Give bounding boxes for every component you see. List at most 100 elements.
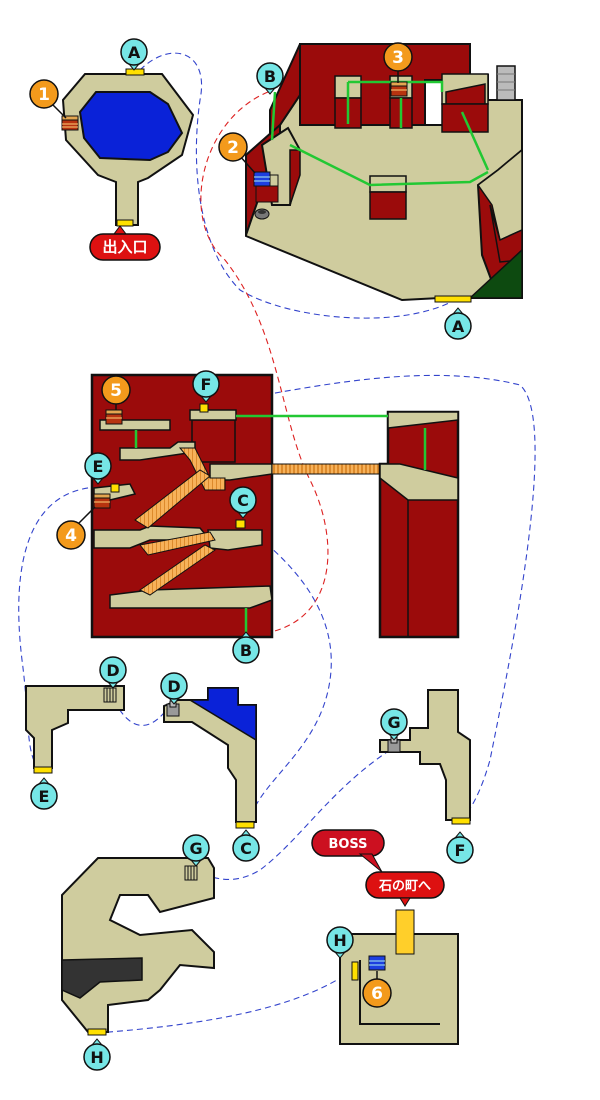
ladder-icon xyxy=(184,865,198,881)
marker-e xyxy=(110,483,120,493)
marker-c xyxy=(235,519,246,529)
connector-b-bottom: B xyxy=(232,631,260,664)
svg-text:E: E xyxy=(93,457,104,476)
stone-column xyxy=(496,65,516,101)
area-chamber-gf xyxy=(379,689,471,825)
svg-text:A: A xyxy=(452,317,465,336)
stone-town-label: 石の町へ xyxy=(378,879,431,894)
svg-text:H: H xyxy=(333,931,346,950)
svg-text:D: D xyxy=(106,661,119,680)
svg-text:4: 4 xyxy=(65,526,77,546)
green-path-1 xyxy=(270,91,277,141)
boss-callout: BOSS xyxy=(311,829,385,873)
route-h xyxy=(96,967,356,1034)
svg-text:6: 6 xyxy=(371,984,383,1004)
route-b xyxy=(200,91,329,636)
svg-text:B: B xyxy=(240,641,252,660)
exit-bottom xyxy=(116,219,134,227)
area-chamber-dc xyxy=(163,687,257,829)
treasure-marker-1: 1 xyxy=(29,79,67,119)
chest-icon xyxy=(105,409,123,425)
chest-icon xyxy=(61,115,79,131)
exit-e xyxy=(33,766,53,774)
entrance-label: 出入口 xyxy=(102,238,147,256)
connector-e-top: E xyxy=(84,452,112,485)
connector-g-top: G xyxy=(380,708,408,741)
svg-text:E: E xyxy=(39,787,50,806)
inner-ledge-wall xyxy=(289,149,301,206)
green-path-6 xyxy=(460,111,490,171)
connector-c-bottom: C xyxy=(232,829,260,862)
ladder-icon xyxy=(103,687,117,703)
green-path-4 xyxy=(348,80,444,92)
chest-icon xyxy=(93,493,111,509)
connector-d-right: D xyxy=(160,672,188,705)
svg-text:B: B xyxy=(264,67,276,86)
svg-text:3: 3 xyxy=(392,48,404,68)
connector-f-top: F xyxy=(192,370,220,403)
connector-a-bottom: A xyxy=(444,307,472,340)
connector-h-left: H xyxy=(326,926,354,959)
floor xyxy=(379,689,471,821)
svg-text:G: G xyxy=(189,839,202,858)
green-path-2 xyxy=(289,143,489,187)
connector-e-bottom: E xyxy=(30,777,58,810)
treasure-marker-4: 4 xyxy=(56,506,96,550)
ledge-mid-upper xyxy=(119,441,196,461)
floor xyxy=(25,685,125,769)
exit-top xyxy=(125,68,145,76)
exit-c xyxy=(235,821,255,829)
exit-h xyxy=(87,1028,107,1036)
area-cavern-gh xyxy=(61,857,215,1036)
connector-d-left: D xyxy=(99,656,127,689)
exit-top xyxy=(395,909,415,955)
right-pillar xyxy=(378,410,460,639)
floor xyxy=(61,857,215,1033)
water xyxy=(187,687,257,742)
water-pool xyxy=(78,91,184,162)
svg-text:A: A xyxy=(128,43,141,62)
entrance-callout: 出入口 xyxy=(89,225,161,261)
stairs-4 xyxy=(139,544,216,596)
inner-wall xyxy=(359,960,440,1025)
stairs-3 xyxy=(139,531,216,556)
pot-icon xyxy=(254,208,270,220)
route-f xyxy=(205,374,536,821)
area-entrance-cave xyxy=(61,68,195,227)
area-terrace-hall xyxy=(245,43,523,303)
stairs-1 xyxy=(178,447,226,491)
svg-text:C: C xyxy=(237,491,249,510)
treasure-marker-2: 2 xyxy=(218,132,256,174)
treasure-marker-5: 5 xyxy=(101,375,131,410)
treasure-marker-3: 3 xyxy=(383,42,413,83)
area-boss-room xyxy=(339,909,459,1045)
area-stair-tower xyxy=(90,373,460,639)
route-g xyxy=(194,749,391,881)
connector-markers: A A B B F E C xyxy=(30,38,474,1071)
svg-text:F: F xyxy=(201,375,212,394)
marker-f xyxy=(199,403,209,413)
treasure-markers: 1 2 3 5 4 6 xyxy=(29,42,413,1008)
ledge-top-right xyxy=(189,409,237,421)
connector-a-top: A xyxy=(120,38,148,71)
dark-rock xyxy=(61,957,143,999)
svg-text:C: C xyxy=(240,839,252,858)
stone-town-callout: 石の町へ xyxy=(365,871,445,907)
chest-icon xyxy=(390,81,408,97)
svg-text:H: H xyxy=(90,1048,103,1067)
svg-text:1: 1 xyxy=(38,85,50,105)
save-point-icon xyxy=(368,955,386,971)
svg-text:F: F xyxy=(455,841,466,860)
svg-text:5: 5 xyxy=(110,381,122,401)
treasure-marker-6: 6 xyxy=(362,971,392,1008)
connector-f-bottom: F xyxy=(446,831,474,864)
svg-text:G: G xyxy=(387,713,400,732)
connector-h-bottom: H xyxy=(83,1038,111,1071)
callouts: 出入口 BOSS 石の町へ xyxy=(89,225,445,907)
connector-c-top: C xyxy=(229,486,257,519)
ledge-right xyxy=(207,529,263,551)
route-lines xyxy=(18,52,536,1034)
route-c xyxy=(242,524,332,821)
connector-b-top: B xyxy=(256,62,284,95)
